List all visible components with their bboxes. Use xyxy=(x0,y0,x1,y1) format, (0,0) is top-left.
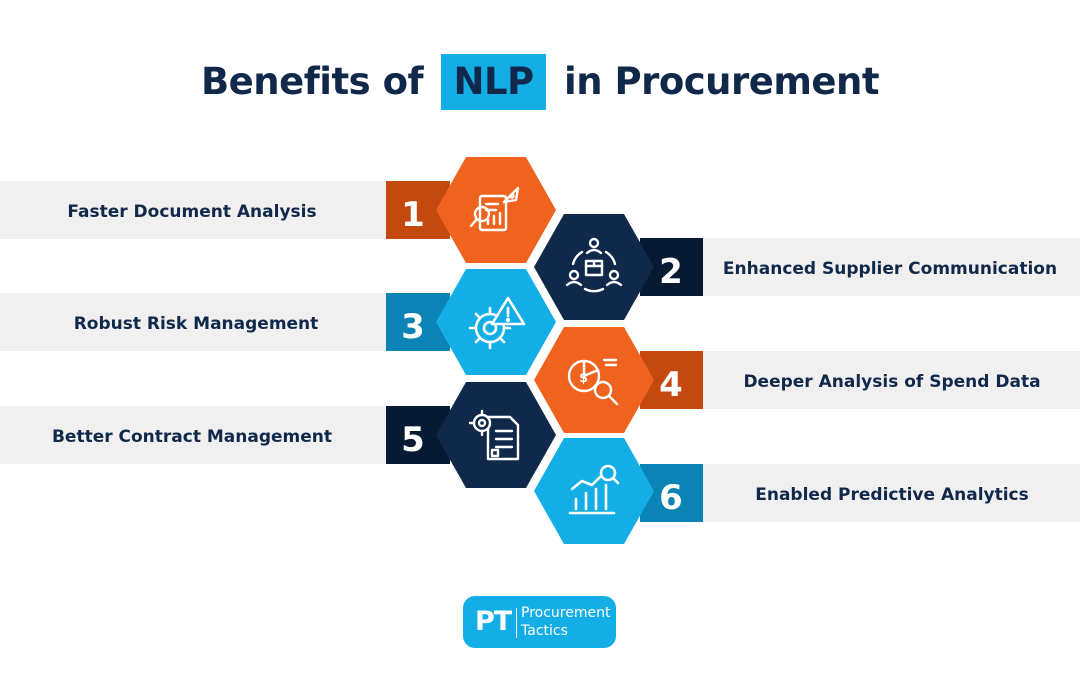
benefit-5-number: 5 xyxy=(401,420,425,460)
benefit-2-bar xyxy=(702,238,1080,296)
benefit-4-number: 4 xyxy=(659,365,683,405)
logo-name-line1: Procurement xyxy=(521,605,611,621)
benefit-6: Enabled Predictive Analytics 6 xyxy=(534,438,1080,544)
benefit-5-label: Better Contract Management xyxy=(52,427,332,447)
benefit-5: Better Contract Management 5 xyxy=(0,382,556,488)
benefit-5-bar xyxy=(0,406,388,464)
benefit-3-label: Robust Risk Management xyxy=(74,314,319,334)
title-suffix: in Procurement xyxy=(564,60,880,103)
benefit-6-label: Enabled Predictive Analytics xyxy=(755,485,1029,505)
svg-text:$: $ xyxy=(579,371,588,386)
benefit-4-bar xyxy=(702,351,1080,409)
benefit-6-hexagon xyxy=(534,438,654,544)
logo-mark: PT xyxy=(475,606,512,637)
logo-divider xyxy=(516,608,517,638)
benefit-2: Enhanced Supplier Communication 2 xyxy=(534,214,1080,320)
benefit-3-bar xyxy=(0,293,388,351)
title-prefix: Benefits of xyxy=(200,60,424,103)
contract-gear-icon xyxy=(468,409,520,461)
benefit-6-bar xyxy=(702,464,1080,522)
benefit-1-bar xyxy=(0,181,388,239)
benefit-3: Robust Risk Management 3 xyxy=(0,269,556,375)
spend-chart-magnifier-icon: $ xyxy=(567,358,619,406)
benefit-3-number: 3 xyxy=(401,307,425,347)
benefit-2-label: Enhanced Supplier Communication xyxy=(723,259,1057,279)
procurement-tactics-logo: PT Procurement Tactics xyxy=(463,596,616,648)
gear-warning-icon xyxy=(468,296,526,350)
benefit-1-label: Faster Document Analysis xyxy=(67,202,316,222)
report-rocket-icon xyxy=(469,186,520,232)
benefit-2-number: 2 xyxy=(659,252,683,292)
benefit-5-hexagon xyxy=(436,382,556,488)
benefit-4: Deeper Analysis of Spend Data 4 $ xyxy=(534,327,1080,433)
title-highlight: NLP xyxy=(441,54,546,110)
supplier-network-icon xyxy=(565,237,623,293)
benefit-4-label: Deeper Analysis of Spend Data xyxy=(743,372,1040,392)
benefit-1-number: 1 xyxy=(401,195,425,235)
benefit-4-hexagon xyxy=(534,327,654,433)
page-title: Benefits of NLP in Procurement xyxy=(0,52,1080,112)
benefit-1: Faster Document Analysis 1 xyxy=(0,157,556,263)
predictive-chart-icon xyxy=(568,464,620,515)
benefit-6-number: 6 xyxy=(659,478,683,518)
logo-name-line2: Tactics xyxy=(521,623,568,639)
